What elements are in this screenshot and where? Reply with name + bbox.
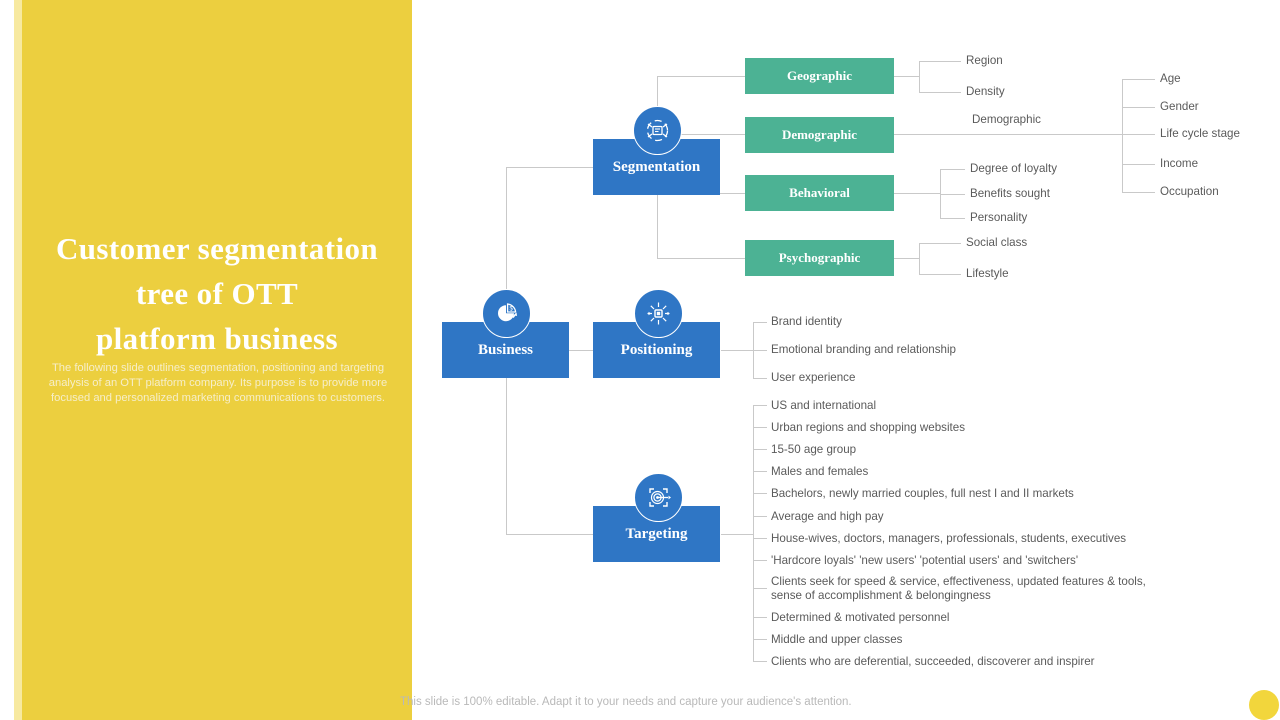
targeting-leaf-line-11 xyxy=(753,639,767,640)
demographic-leaf-line-5 xyxy=(1122,192,1155,193)
leaf-targeting-3: 15-50 age group xyxy=(771,443,857,456)
node-targeting-label: Targeting xyxy=(625,525,688,542)
leaf-demographic-sub-1: Age xyxy=(1160,72,1181,85)
page-title: Customer segmentation tree of OTT platfo… xyxy=(22,226,412,361)
targeting-leaf-line-6 xyxy=(753,516,767,517)
leaf-positioning-1: Brand identity xyxy=(771,315,842,328)
psychographic-stem xyxy=(894,258,919,259)
targeting-leaf-line-9 xyxy=(753,588,767,589)
node-segmentation-label: Segmentation xyxy=(612,158,701,175)
leaf-targeting-4: Males and females xyxy=(771,465,869,478)
page-subtitle: The following slide outlines segmentatio… xyxy=(48,362,388,404)
geographic-leaf-line-2 xyxy=(919,92,961,93)
geographic-leaf-line-1 xyxy=(919,61,961,62)
leaf-demographic-sub-2: Gender xyxy=(1160,100,1199,113)
leaf-targeting-11: Middle and upper classes xyxy=(771,633,903,646)
demographic-stem xyxy=(894,134,1122,135)
geographic-bracket xyxy=(919,61,920,92)
node-geographic[interactable]: Geographic xyxy=(745,58,894,94)
demographic-bracket xyxy=(1122,79,1123,192)
demographic-leaf-line-3 xyxy=(1122,134,1155,135)
behavioral-leaf-line-3 xyxy=(940,218,965,219)
behavioral-leaf-line-2 xyxy=(940,194,965,195)
positioning-leaf-line-1 xyxy=(753,322,767,323)
target-arrow-icon xyxy=(634,473,683,522)
targeting-leaf-line-7 xyxy=(753,538,767,539)
targeting-leaf-line-3 xyxy=(753,449,767,450)
leaf-targeting-12: Clients who are deferential, succeeded, … xyxy=(771,655,1095,668)
positioning-leaf-line-3 xyxy=(753,378,767,379)
behavioral-bracket xyxy=(940,169,941,218)
page-title-line-3: platform business xyxy=(96,321,338,356)
leaf-targeting-2: Urban regions and shopping websites xyxy=(771,421,965,434)
node-behavioral-label: Behavioral xyxy=(789,185,850,200)
behavioral-leaf-line-1 xyxy=(940,169,965,170)
node-positioning-label: Positioning xyxy=(620,341,693,358)
targeting-leaf-line-2 xyxy=(753,427,767,428)
leaf-targeting-10: Determined & motivated personnel xyxy=(771,611,950,624)
segmentation-to-demographic xyxy=(657,134,745,135)
leaf-demographic-sub-3: Life cycle stage xyxy=(1160,127,1240,140)
leaf-demographic-sub-4: Income xyxy=(1160,157,1199,170)
radiating-box-icon xyxy=(634,289,683,338)
cycle-segments-icon xyxy=(633,106,682,155)
targeting-leaf-line-5 xyxy=(753,493,767,494)
leaf-psychographic-1: Social class xyxy=(966,236,1028,249)
positioning-leaf-line-2 xyxy=(753,350,767,351)
leaf-behavioral-2: Benefits sought xyxy=(970,187,1050,200)
targeting-stem xyxy=(721,534,753,535)
leaf-targeting-6: Average and high pay xyxy=(771,510,884,523)
decorative-dot xyxy=(1249,690,1279,720)
node-geographic-label: Geographic xyxy=(787,68,852,83)
psychographic-leaf-line-2 xyxy=(919,274,961,275)
leaf-geographic-2: Density xyxy=(966,85,1005,98)
demographic-leaf-line-2 xyxy=(1122,107,1155,108)
leaf-targeting-7: House-wives, doctors, managers, professi… xyxy=(771,532,1127,545)
targeting-leaf-line-8 xyxy=(753,560,767,561)
pie-growth-icon: $ xyxy=(482,289,531,338)
leaf-psychographic-2: Lifestyle xyxy=(966,267,1009,280)
positioning-stem xyxy=(721,350,753,351)
node-psychographic-label: Psychographic xyxy=(778,250,861,265)
node-demographic[interactable]: Demographic xyxy=(745,117,894,153)
targeting-bracket xyxy=(753,405,754,662)
leaf-demographic-1: Demographic xyxy=(972,113,1041,126)
leaf-positioning-3: User experience xyxy=(771,371,856,384)
leaf-behavioral-1: Degree of loyalty xyxy=(970,162,1057,175)
segmentation-to-psychographic xyxy=(657,258,745,259)
psychographic-leaf-line-1 xyxy=(919,243,961,244)
demographic-leaf-line-1 xyxy=(1122,79,1155,80)
targeting-leaf-line-1 xyxy=(753,405,767,406)
leaf-behavioral-3: Personality xyxy=(970,211,1028,224)
node-business-label: Business xyxy=(477,341,534,358)
targeting-leaf-line-4 xyxy=(753,471,767,472)
page-title-line-1: Customer segmentation xyxy=(55,231,379,266)
leaf-targeting-9: Clients seek for speed & service, effect… xyxy=(771,575,1146,602)
business-to-positioning xyxy=(569,350,593,351)
node-psychographic[interactable]: Psychographic xyxy=(745,240,894,276)
page-title-line-2: tree of OTT xyxy=(135,276,299,311)
left-title-panel xyxy=(22,0,412,720)
segmentation-to-geographic xyxy=(657,76,745,77)
leaf-positioning-2: Emotional branding and relationship xyxy=(771,343,956,356)
targeting-leaf-line-12 xyxy=(753,661,767,662)
leaf-targeting-5: Bachelors, newly married couples, full n… xyxy=(771,487,1074,500)
behavioral-stem xyxy=(894,193,940,194)
node-behavioral[interactable]: Behavioral xyxy=(745,175,894,211)
targeting-leaf-line-10 xyxy=(753,617,767,618)
leaf-targeting-1: US and international xyxy=(771,399,877,412)
trunk-to-targeting xyxy=(506,534,593,535)
svg-text:$: $ xyxy=(509,306,513,312)
left-accent-strip xyxy=(14,0,22,720)
geographic-stem xyxy=(894,76,919,77)
footer-note: This slide is 100% editable. Adapt it to… xyxy=(400,696,852,708)
leaf-geographic-1: Region xyxy=(966,54,1003,67)
demographic-leaf-line-4 xyxy=(1122,164,1155,165)
psychographic-bracket xyxy=(919,243,920,274)
leaf-demographic-sub-5: Occupation xyxy=(1160,185,1219,198)
leaf-targeting-8: 'Hardcore loyals' 'new users' 'potential… xyxy=(771,554,1079,567)
node-demographic-label: Demographic xyxy=(781,127,858,142)
trunk-to-segmentation xyxy=(506,167,593,168)
